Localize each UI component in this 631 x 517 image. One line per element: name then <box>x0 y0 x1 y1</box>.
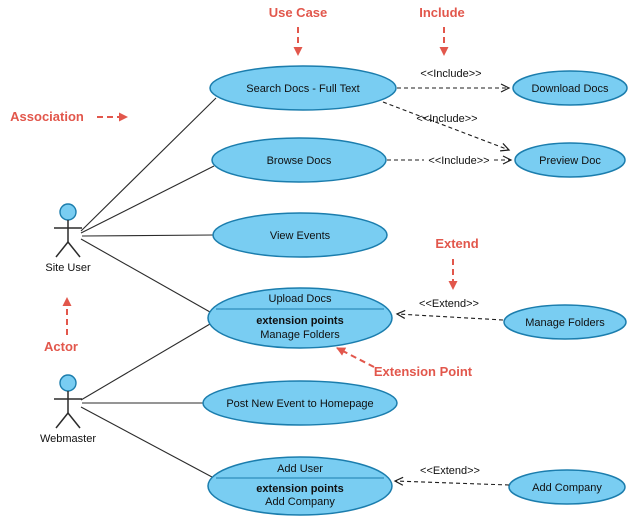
annotation-extend: Extend <box>435 236 479 290</box>
use-case-label: Search Docs - Full Text <box>246 83 360 95</box>
use-case-label: Browse Docs <box>267 155 332 167</box>
annotation-include: Include <box>419 5 465 56</box>
use-case-add-user: Add User extension points Add Company <box>207 456 393 516</box>
use-case-shape <box>508 469 626 505</box>
use-case-download-docs: Download Docs <box>512 70 628 106</box>
use-case-post-new-event: Post New Event to Homepage <box>202 380 398 426</box>
use-case-preview-doc: Preview Doc <box>514 142 626 178</box>
actor-site-user: Site User <box>45 203 91 274</box>
include-label: <<Include>> <box>428 155 489 167</box>
include-label: <<Include>> <box>416 113 477 125</box>
association-siteuser-uploaddocs <box>80 238 211 313</box>
association-webmaster-uploaddocs <box>80 323 211 401</box>
use-case-label: Add Company <box>532 482 602 494</box>
extension-points-title: extension points <box>256 483 343 495</box>
use-case-shape <box>209 65 397 111</box>
extension-points-title: extension points <box>256 315 343 327</box>
use-case-shape <box>207 456 393 516</box>
actor-leg-right <box>67 241 81 258</box>
actor-leg-left <box>55 412 69 429</box>
association-siteuser-browsedocs <box>80 165 215 234</box>
annotation-use-case: Use Case <box>269 5 328 56</box>
use-case-add-company: Add Company <box>508 469 626 505</box>
annotation-use-case-label: Use Case <box>269 5 328 20</box>
extend-label: <<Extend>> <box>419 298 479 310</box>
include-browsedocs-previewdoc: <<Include>> <box>387 155 513 167</box>
actor-head <box>59 203 77 221</box>
actor-leg-left <box>55 241 69 258</box>
use-case-shape <box>207 287 393 349</box>
include-arrow <box>382 101 511 152</box>
annotation-extend-label: Extend <box>435 236 478 251</box>
extend-arrow <box>393 476 510 486</box>
actor-leg-right <box>67 412 81 429</box>
use-case-shape <box>514 142 626 178</box>
actor-webmaster-label: Webmaster <box>40 433 96 445</box>
include-searchdocs-downloaddocs: <<Include>> <box>397 68 511 93</box>
use-case-shape <box>202 380 398 426</box>
extend-arrow <box>395 309 504 321</box>
extension-point-entry: Manage Folders <box>260 329 340 341</box>
include-searchdocs-previewdoc: <<Include>> <box>382 101 511 152</box>
annotation-extension-point-label: Extension Point <box>374 364 473 379</box>
use-case-shape <box>512 70 628 106</box>
use-case-label: Upload Docs <box>269 293 332 305</box>
use-case-browse-docs: Browse Docs <box>211 137 387 183</box>
association-lines <box>80 97 217 478</box>
use-case-upload-docs: Upload Docs extension points Manage Fold… <box>207 287 393 349</box>
use-case-label: Add User <box>277 463 323 475</box>
extend-label: <<Extend>> <box>420 465 480 477</box>
use-case-view-events: View Events <box>212 212 388 258</box>
use-case-label: Download Docs <box>531 83 609 95</box>
use-case-label: View Events <box>270 230 331 242</box>
annotation-association: Association <box>10 109 128 124</box>
use-case-label: Preview Doc <box>539 155 601 167</box>
annotation-extension-point-arrow <box>336 347 375 368</box>
annotation-extension-point: Extension Point <box>336 347 473 379</box>
actor-webmaster: Webmaster <box>40 374 96 445</box>
actor-site-user-label: Site User <box>45 262 91 274</box>
annotation-include-label: Include <box>419 5 465 20</box>
use-case-shape <box>503 304 627 340</box>
use-case-label: Post New Event to Homepage <box>226 398 373 410</box>
extension-point-entry: Add Company <box>265 496 335 508</box>
annotation-actor: Actor <box>44 297 78 354</box>
association-webmaster-adduser <box>80 406 213 478</box>
use-case-shape <box>212 212 388 258</box>
association-siteuser-viewevents <box>81 234 214 237</box>
use-case-search-docs: Search Docs - Full Text <box>209 65 397 111</box>
use-case-shape <box>211 137 387 183</box>
use-case-manage-folders: Manage Folders <box>503 304 627 340</box>
actor-head <box>59 374 77 392</box>
extend-managefolders-uploaddocs: <<Extend>> <box>395 298 504 321</box>
include-label: <<Include>> <box>420 68 481 80</box>
annotation-actor-label: Actor <box>44 339 78 354</box>
extend-addcompany-adduser: <<Extend>> <box>393 465 510 486</box>
association-siteuser-searchdocs <box>80 97 217 232</box>
use-case-label: Manage Folders <box>525 317 605 329</box>
annotation-association-label: Association <box>10 109 84 124</box>
